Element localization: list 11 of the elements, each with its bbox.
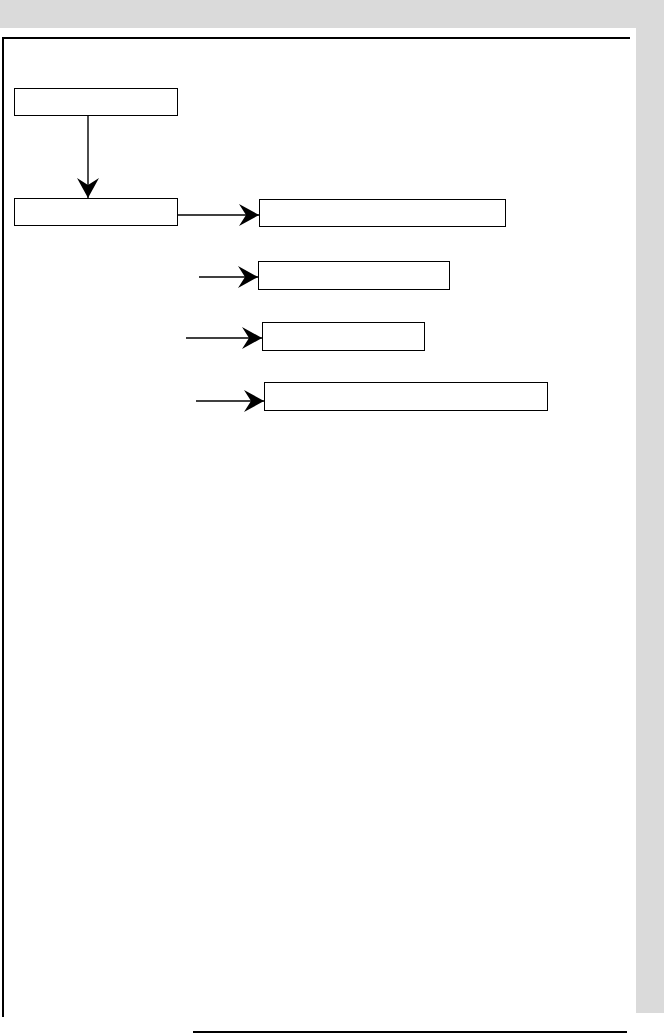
- process-box: [14, 88, 178, 116]
- process-box: [259, 199, 506, 227]
- arrow: [185, 327, 263, 349]
- arrow: [198, 266, 259, 288]
- arrow: [77, 115, 99, 199]
- process-box: [14, 198, 178, 226]
- process-box: [258, 261, 450, 290]
- process-box: [262, 322, 425, 351]
- process-box: [264, 382, 548, 411]
- arrow: [177, 204, 260, 226]
- arrow: [195, 390, 265, 412]
